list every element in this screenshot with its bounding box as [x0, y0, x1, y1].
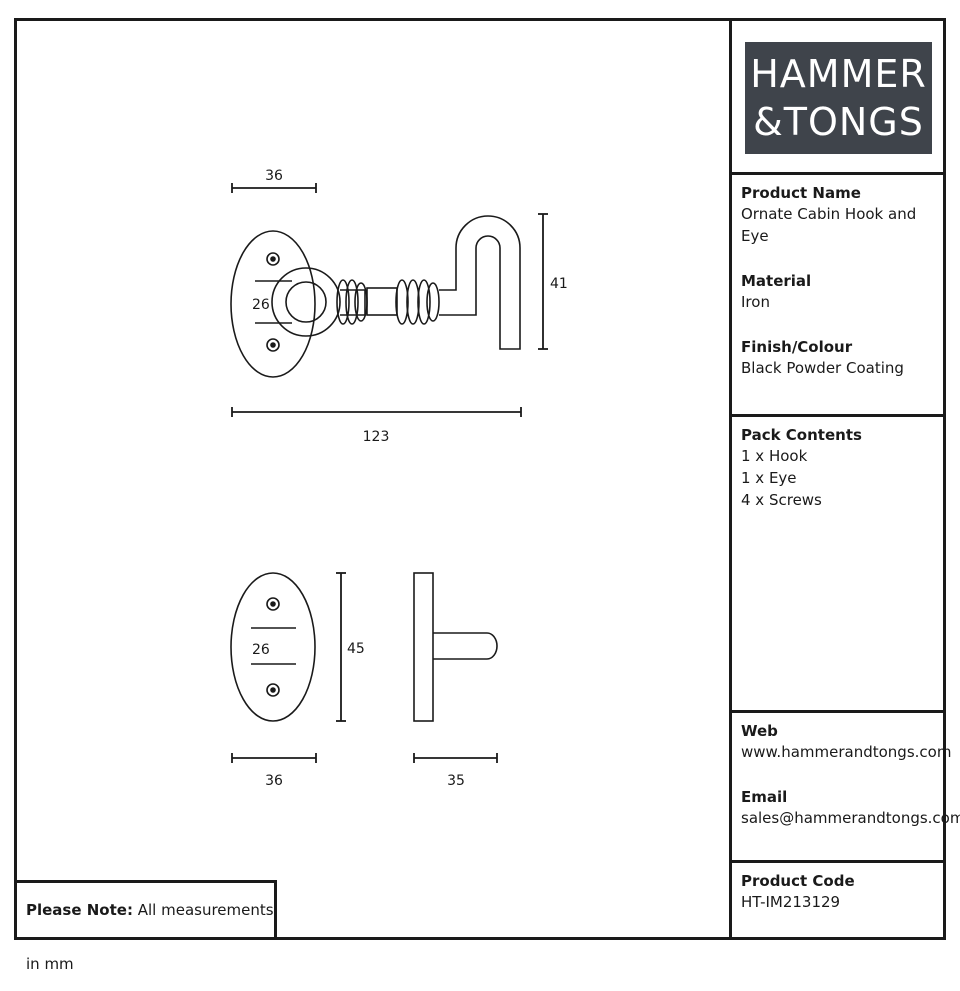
logo-line-1: HAMMER: [750, 52, 927, 96]
pack-contents-label: Pack Contents: [741, 426, 862, 444]
email-label: Email: [741, 788, 788, 806]
hook-eye-inner: [285, 281, 327, 323]
measurement-note: Please Note: All measurements in mm: [14, 880, 277, 973]
spec-sheet-frame: [14, 18, 946, 940]
product-code-panel: Product Code HT-IM213129: [732, 863, 946, 937]
material-label: Material: [741, 272, 812, 290]
dim-hook-hole-spacing: 26: [252, 297, 270, 313]
pack-item: 1 x Eye: [741, 469, 797, 487]
technical-drawing: 36 41 26 123 26 45 36 35: [230, 168, 568, 789]
eye-plate: [230, 572, 316, 722]
product-details-panel: Product Name Ornate Cabin Hook and Eye M…: [732, 175, 946, 417]
pack-contents-panel: Pack Contents 1 x Hook 1 x Eye 4 x Screw…: [732, 417, 946, 713]
contact-panel: Web www.hammerandtongs.com Email sales@h…: [732, 713, 960, 863]
dim-hook-height: 41: [550, 276, 568, 292]
note-label: Please Note:: [26, 901, 133, 919]
product-code-value: HT-IM213129: [741, 893, 841, 911]
screw-hole-top: [266, 252, 280, 266]
finish-value: Black Powder Coating: [741, 359, 904, 377]
product-code-label: Product Code: [741, 872, 855, 890]
hook-drawing: [230, 215, 521, 378]
finish-label: Finish/Colour: [741, 338, 853, 356]
eye-side-drawing: [413, 572, 498, 722]
hammer-and-tongs-logo: HAMMER &TONGS: [745, 42, 932, 154]
hook-eye-outer: [271, 267, 341, 337]
logo-line-2: &TONGS: [753, 100, 924, 144]
web-link[interactable]: www.hammerandtongs.com: [741, 743, 952, 761]
dim-eye-depth: 35: [447, 773, 465, 789]
product-name-value: Ornate Cabin Hook and Eye: [741, 205, 917, 245]
email-link[interactable]: sales@hammerandtongs.com: [741, 809, 960, 827]
hook-plate: [230, 230, 316, 378]
dim-eye-hole-spacing: 26: [252, 642, 270, 658]
dim-eye-height: 45: [347, 641, 365, 657]
hook-bend: [439, 215, 521, 350]
pack-item: 1 x Hook: [741, 447, 808, 465]
eye-front-drawing: [230, 572, 316, 722]
web-label: Web: [741, 722, 778, 740]
logo-panel: HAMMER &TONGS: [732, 18, 946, 175]
dim-eye-width: 36: [265, 773, 283, 789]
pack-item: 4 x Screws: [741, 491, 822, 509]
info-sidebar: HAMMER &TONGS Product Name Ornate Cabin …: [729, 18, 960, 940]
material-value: Iron: [741, 293, 770, 311]
dim-hook-length: 123: [363, 429, 390, 445]
product-name-label: Product Name: [741, 184, 861, 202]
screw-hole-bottom: [266, 338, 280, 352]
dim-hook-plate-width: 36: [265, 168, 283, 184]
